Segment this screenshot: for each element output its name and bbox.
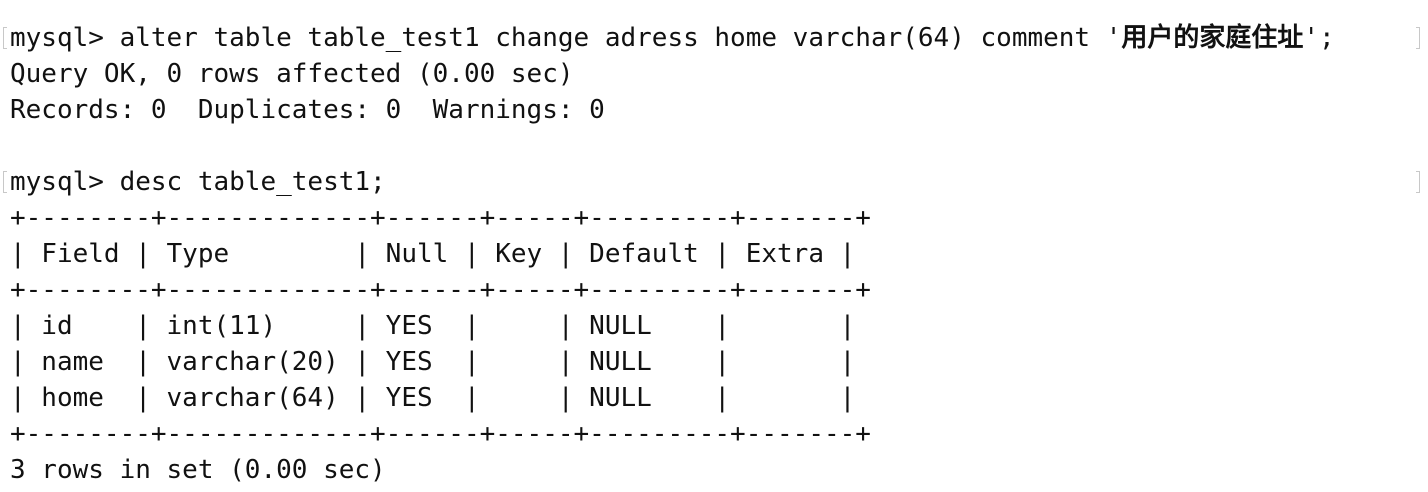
command-text: desc table_test1;: [119, 167, 386, 197]
table-border-top: +--------+-------------+------+-----+---…: [10, 203, 871, 233]
command-line-alter[interactable]: mysql> alter table table_test1 change ad…: [10, 20, 1335, 56]
table-row: | name | varchar(20) | YES | | NULL | |: [10, 347, 856, 377]
command-text-end: ';: [1303, 23, 1335, 53]
table-row: | id | int(11) | YES | | NULL | |: [10, 311, 856, 341]
table-border-mid: +--------+-------------+------+-----+---…: [10, 275, 871, 305]
command-line-desc[interactable]: mysql> desc table_test1;: [10, 164, 386, 200]
table-border-bottom: +--------+-------------+------+-----+---…: [10, 419, 871, 449]
query-footer: 3 rows in set (0.00 sec): [10, 455, 386, 485]
line-marker-right: [1416, 27, 1420, 49]
line-marker-right: [1416, 171, 1420, 193]
query-result: Query OK, 0 rows affected (0.00 sec): [10, 59, 574, 89]
command-text: alter table table_test1 change adress ho…: [119, 23, 1122, 53]
table-header: | Field | Type | Null | Key | Default | …: [10, 239, 856, 269]
line-marker-left: [3, 171, 7, 193]
comment-text: 用户的家庭住址: [1121, 23, 1304, 53]
query-result-info: Records: 0 Duplicates: 0 Warnings: 0: [10, 95, 605, 125]
prompt: mysql>: [10, 167, 120, 197]
prompt: mysql>: [10, 23, 120, 53]
line-marker-left: [3, 27, 7, 49]
table-row: | home | varchar(64) | YES | | NULL | |: [10, 383, 856, 413]
